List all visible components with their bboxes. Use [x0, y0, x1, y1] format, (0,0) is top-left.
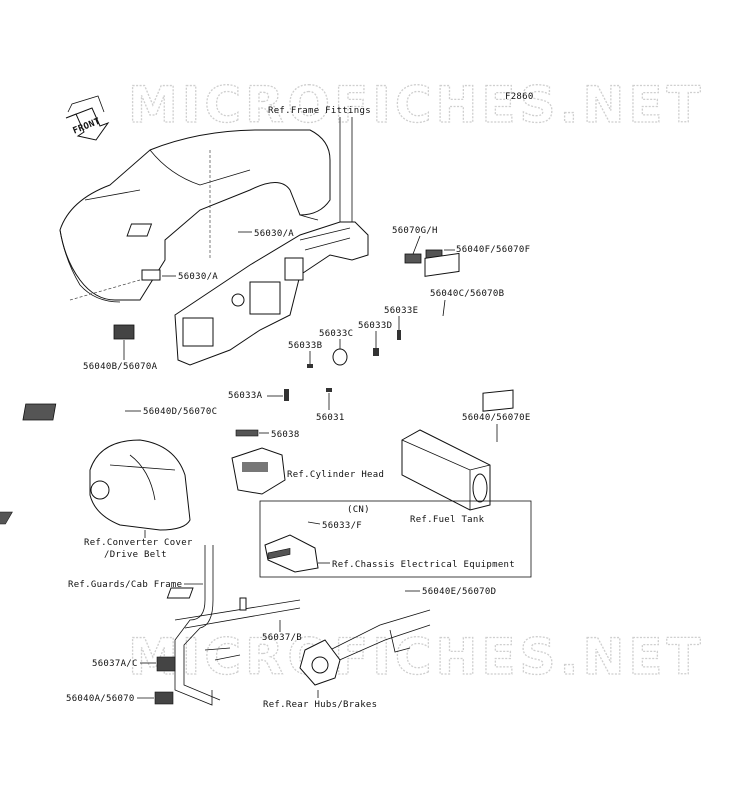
label-56070gh: 56070G/H [392, 226, 438, 236]
decal-56033d [373, 348, 379, 356]
label-56040c: 56040C/56070B [430, 289, 504, 299]
decal-56033f [0, 511, 13, 525]
label-56040-56070e: 56040/56070E [462, 413, 531, 423]
decal-56030a-2 [141, 269, 161, 281]
decal-56033c [332, 348, 348, 366]
decal-56033e [397, 330, 401, 340]
label-56040e: 56040E/56070D [422, 587, 496, 597]
decal-56038 [235, 429, 259, 437]
label-56033e: 56033E [384, 306, 418, 316]
cylinder-head-part [231, 447, 286, 495]
decal-56040-56070e [482, 389, 514, 412]
label-56030a-1: 56030/A [254, 229, 294, 239]
decal-56031 [326, 388, 332, 392]
label-converter-cover-1: Ref.Converter Cover [84, 538, 193, 548]
converter-cover-part [89, 439, 191, 531]
label-frame-fittings: Ref.Frame Fittings [268, 106, 371, 116]
decal-56037b [267, 547, 291, 560]
label-56033a: 56033A [228, 391, 263, 401]
watermark-top: MICROFICHES.NET [128, 76, 705, 134]
label-56033d: 56033D [358, 321, 392, 331]
front-arrow-icon: FRONT [65, 95, 110, 141]
label-56038: 56038 [271, 430, 300, 440]
label-56033f: 56033/F [322, 521, 362, 531]
label-rear-hubs: Ref.Rear Hubs/Brakes [263, 700, 377, 710]
label-fuel-tank: Ref.Fuel Tank [410, 515, 485, 525]
decal-56040d [22, 403, 57, 421]
figure-code: F2860 [505, 92, 534, 102]
label-56040f: 56040F/56070F [456, 245, 530, 255]
label-converter-cover-2: /Drive Belt [104, 550, 167, 560]
fuel-tank-part [401, 429, 491, 511]
decal-56033b [307, 364, 313, 368]
label-56040b: 56040B/56070A [83, 362, 158, 372]
decal-56040a [154, 691, 174, 705]
label-56037ac: 56037A/C [92, 659, 138, 669]
label-cylinder-head: Ref.Cylinder Head [287, 470, 384, 480]
watermark-bottom: MICROFICHES.NET [128, 628, 705, 686]
decal-56040e [166, 587, 194, 599]
cn-box [259, 500, 532, 578]
decal-56040b [113, 324, 135, 340]
decal-56030a-1 [126, 223, 153, 237]
decal-56070gh [404, 253, 422, 264]
label-56033b: 56033B [288, 341, 322, 351]
label-guards: Ref.Guards/Cab Frame [68, 580, 182, 590]
chassis-electrical-part [264, 534, 319, 573]
label-cn: (CN) [347, 505, 370, 515]
decal-56040c [424, 252, 460, 277]
label-56030a-2: 56030/A [178, 272, 218, 282]
label-56040a: 56040A/56070 [66, 694, 135, 704]
label-chassis-electrical: Ref.Chassis Electrical Equipment [332, 560, 515, 570]
dashboard-part [174, 221, 369, 366]
label-56037b: 56037/B [262, 633, 302, 643]
decal-56037ac [156, 656, 176, 672]
label-56033c: 56033C [319, 329, 353, 339]
label-56040d: 56040D/56070C [143, 407, 217, 417]
roof-part [59, 129, 331, 303]
label-56031: 56031 [316, 413, 345, 423]
rear-hubs-part [299, 609, 431, 686]
decal-56033a [284, 389, 289, 401]
